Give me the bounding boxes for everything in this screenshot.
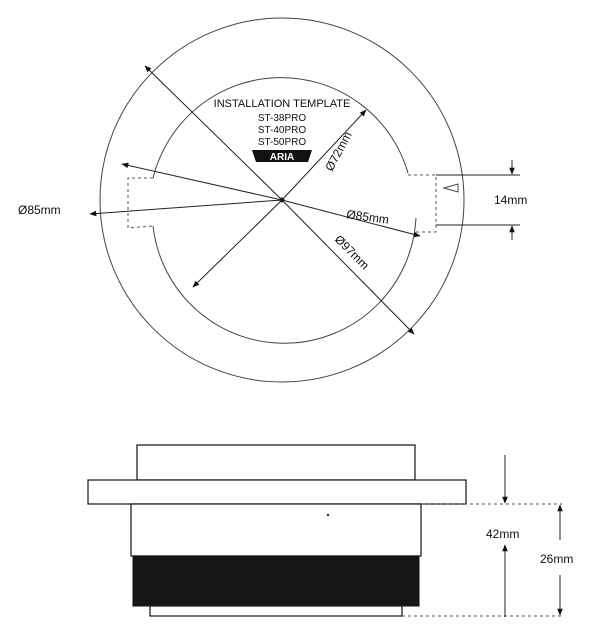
slot-outline-right [408,174,437,233]
top-view: INSTALLATION TEMPLATE ST-38PRO ST-40PRO … [18,17,527,383]
dim-97-line-lower [281,199,415,335]
model-2: ST-40PRO [258,125,307,136]
detail-dot [326,513,330,517]
dim-72-line-upper [281,109,367,201]
body-upper [130,503,422,557]
dim-26-label: 26mm [540,552,573,566]
dim-85-right-label: Ø85mm [346,207,390,227]
dim-97-line-upper [144,65,283,201]
aria-logo: ARIA [252,150,312,163]
model-3: ST-50PRO [258,137,307,148]
side-view: 42mm 26mm [87,444,573,617]
inner-circle-upper-arc [152,77,409,179]
top-boss [136,444,416,481]
dim-97-label: Ø97mm [332,232,372,272]
template-title: INSTALLATION TEMPLATE [214,98,351,110]
dim-85-left-line [89,199,283,217]
outer-circle [99,17,465,383]
model-1: ST-38PRO [258,113,307,124]
key-marker [442,183,459,193]
dim-85-upper-left-line [121,162,283,201]
dim-85-left-label: Ø85mm [18,203,61,217]
bottom-lip [149,605,403,617]
aria-logo-text: ARIA [270,152,294,163]
dim-14-label: 14mm [494,193,527,207]
inner-circle-lower-arc [152,217,417,344]
dim-42-label: 42mm [486,527,519,541]
dark-band [132,555,420,607]
flange [87,479,467,505]
dim-72-line-lower [192,199,283,288]
dim-85-right-line [281,199,421,238]
slot-outline [127,177,154,229]
